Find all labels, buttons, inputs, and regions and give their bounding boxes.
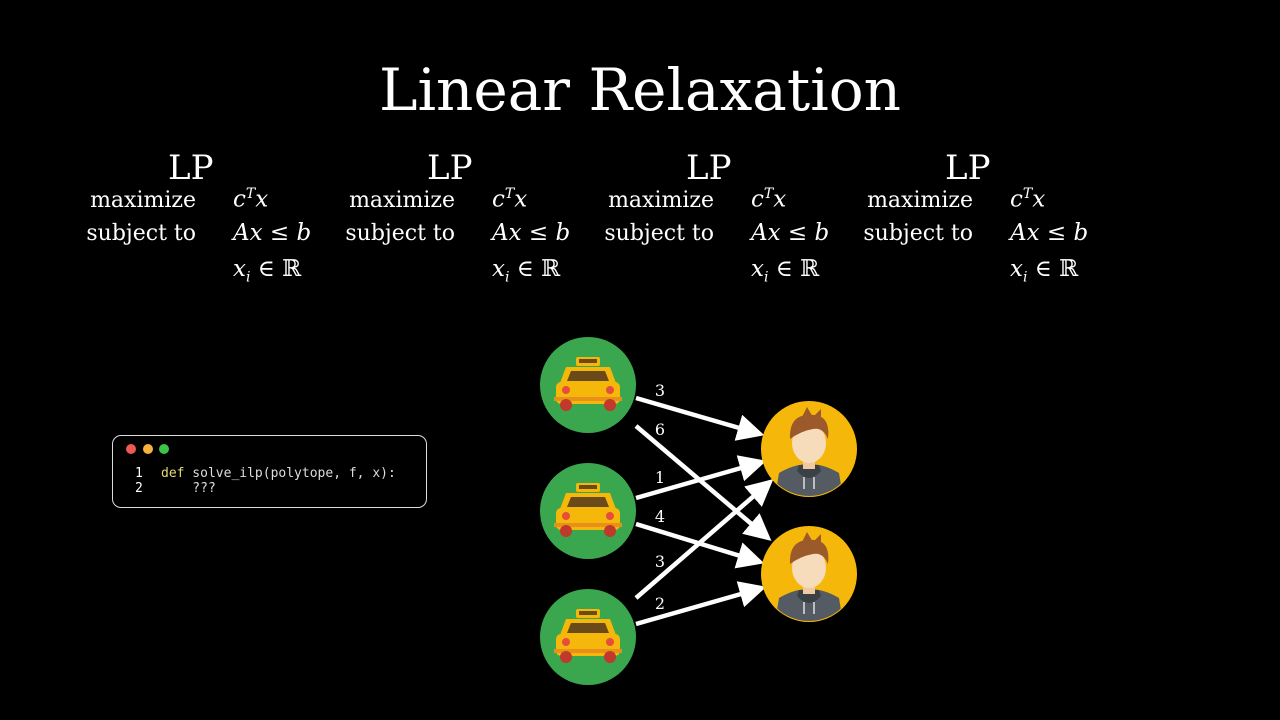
domain-expression: xi ∈ ℝ — [233, 256, 302, 286]
objective-expression: cTx — [1010, 186, 1046, 213]
edge-arrow — [635, 395, 765, 441]
edge-arrow — [634, 479, 774, 600]
subject-to-label: subject to — [863, 221, 973, 246]
constraint-expression: Ax ≤ b — [492, 220, 571, 246]
maximize-label: maximize — [349, 188, 455, 213]
edge-weight-label: 3 — [655, 552, 665, 571]
subject-to-label: subject to — [345, 221, 455, 246]
lp-heading: LP — [427, 148, 473, 188]
lp-panel-1: LP maximize subject to cTx Ax ≤ b xi ∈ ℝ — [78, 148, 338, 298]
code-line-1: 1 def solve_ilp(polytope, f, x): — [135, 466, 396, 481]
lp-heading: LP — [686, 148, 732, 188]
taxi-icon — [540, 589, 636, 685]
lp-heading: LP — [945, 148, 991, 188]
objective-expression: cTx — [233, 186, 269, 213]
slide-title: Linear Relaxation — [378, 56, 902, 124]
edge-weight-label: 4 — [655, 507, 665, 526]
edge-weight-label: 2 — [655, 594, 665, 613]
taxi-icon — [540, 337, 636, 433]
person-icon — [761, 526, 857, 622]
code-window: 1 def solve_ilp(polytope, f, x): 2 ??? — [112, 435, 427, 508]
taxi-icon — [540, 463, 636, 559]
code-text: solve_ilp(polytope, f, x): — [184, 466, 396, 481]
domain-expression: xi ∈ ℝ — [492, 256, 561, 286]
lp-panel-4: LP maximize subject to cTx Ax ≤ b xi ∈ ℝ — [855, 148, 1115, 298]
edge-weight-label: 6 — [655, 420, 665, 439]
edge-weight-label: 3 — [655, 381, 665, 400]
edge-weight-label: 1 — [655, 468, 665, 487]
domain-expression: xi ∈ ℝ — [751, 256, 820, 286]
code-text: ??? — [161, 481, 216, 496]
lp-panel-2: LP maximize subject to cTx Ax ≤ b xi ∈ ℝ — [337, 148, 597, 298]
objective-expression: cTx — [751, 186, 787, 213]
constraint-expression: Ax ≤ b — [751, 220, 830, 246]
subject-to-label: subject to — [86, 221, 196, 246]
subject-to-label: subject to — [604, 221, 714, 246]
code-keyword: def — [161, 466, 185, 481]
domain-expression: xi ∈ ℝ — [1010, 256, 1079, 286]
close-dot — [126, 444, 136, 454]
edge-arrow — [635, 581, 767, 627]
code-line-2: 2 ??? — [135, 481, 216, 496]
constraint-expression: Ax ≤ b — [1010, 220, 1089, 246]
maximize-dot — [159, 444, 169, 454]
lp-heading: LP — [168, 148, 214, 188]
minimize-dot — [143, 444, 153, 454]
edge-arrow — [634, 424, 772, 541]
edges: 3 6 1 4 3 2 — [634, 381, 774, 627]
line-number: 2 — [135, 481, 143, 496]
constraint-expression: Ax ≤ b — [233, 220, 312, 246]
lp-panel-3: LP maximize subject to cTx Ax ≤ b xi ∈ ℝ — [596, 148, 856, 298]
maximize-label: maximize — [608, 188, 714, 213]
line-number: 1 — [135, 466, 143, 481]
objective-expression: cTx — [492, 186, 528, 213]
person-icon — [761, 401, 857, 497]
maximize-label: maximize — [90, 188, 196, 213]
edge-arrow — [635, 455, 767, 501]
maximize-label: maximize — [867, 188, 973, 213]
